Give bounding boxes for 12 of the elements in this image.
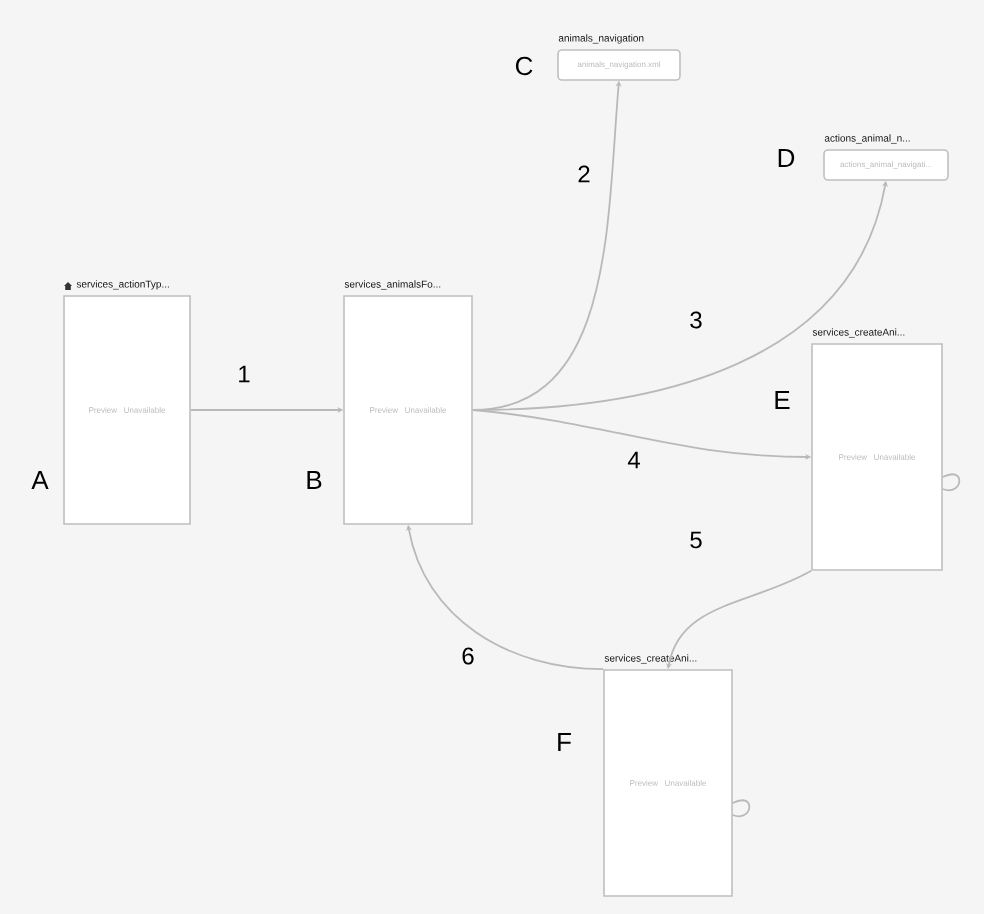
node-letter: B (307, 471, 322, 489)
node-letter: E (775, 391, 790, 409)
edge-label: 4 (625, 449, 643, 471)
node-letter: C (515, 56, 533, 76)
edge-label: 1 (235, 363, 253, 385)
edge-label: 6 (459, 645, 477, 667)
node-letter: D (778, 149, 795, 167)
node-letter: F (558, 733, 571, 751)
edge-label: 3 (687, 309, 705, 331)
edge-label: 2 (575, 163, 593, 185)
node-letter: A (31, 471, 49, 489)
edge-label: 5 (687, 529, 705, 551)
